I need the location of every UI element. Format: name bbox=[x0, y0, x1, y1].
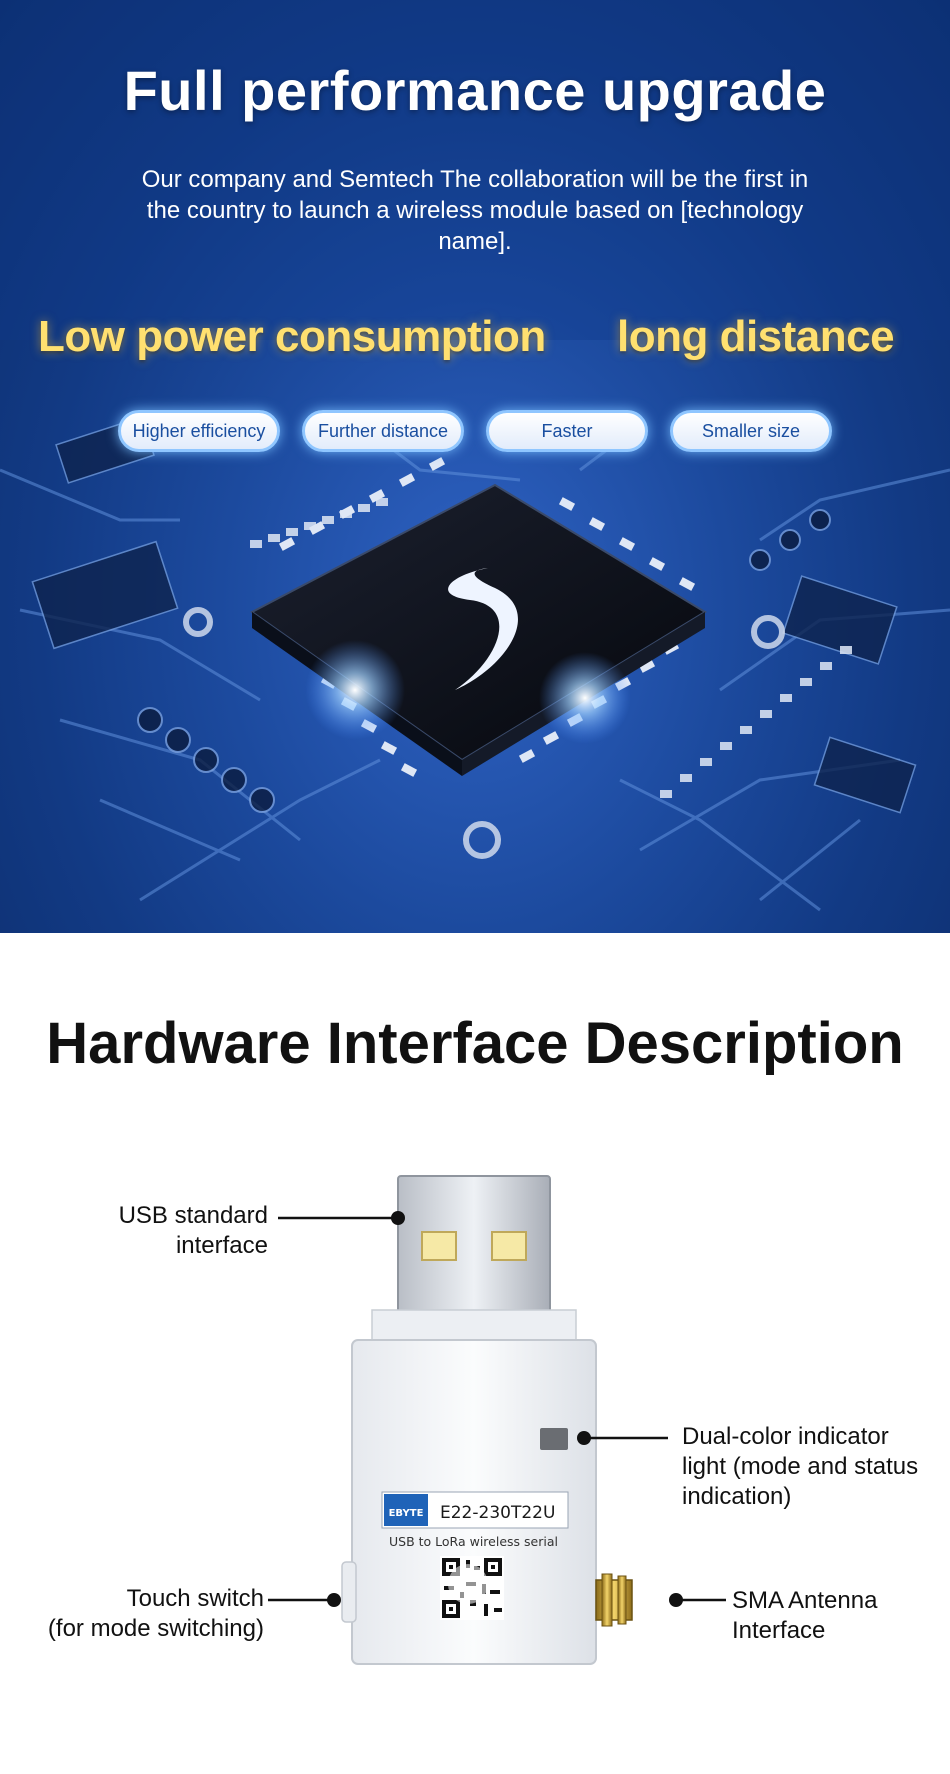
usb-plug bbox=[397, 1175, 551, 1313]
callout-touch-line2: (for mode switching) bbox=[47, 1615, 264, 1642]
hardware-title: Hardware Interface Description bbox=[46, 1011, 904, 1076]
callout-indicator: Dual-color indicator light (mode and sta… bbox=[682, 1422, 950, 1512]
callout-touch: Touch switch (for mode switching) bbox=[12, 1584, 264, 1644]
hero-subtitle: Our company and Semtech The collaboratio… bbox=[141, 166, 809, 255]
pill-smaller-size: Smaller size bbox=[670, 410, 832, 452]
pill-further-distance: Further distance bbox=[302, 410, 464, 452]
callout-sma-line1: SMA Antenna bbox=[732, 1587, 878, 1614]
callout-indicator-line1: Dual-color indicator bbox=[682, 1423, 889, 1450]
sma-connector bbox=[595, 1579, 633, 1621]
pill-faster: Faster bbox=[486, 410, 648, 452]
callout-indicator-line3: indication) bbox=[682, 1483, 792, 1510]
feature-low-power: Low power consumption bbox=[38, 312, 546, 361]
callout-indicator-line2: light (mode and status bbox=[682, 1453, 919, 1480]
callout-sma-line2: Interface bbox=[732, 1617, 826, 1644]
model-text: E22-230T22U bbox=[440, 1503, 555, 1523]
callout-sma: SMA Antenna Interface bbox=[732, 1586, 942, 1646]
hero-section: Full performance upgrade Our company and… bbox=[0, 0, 950, 933]
desc-text: USB to LoRa wireless serial bbox=[389, 1534, 558, 1549]
feature-long-distance: long distance bbox=[617, 312, 895, 361]
circuit-board-background bbox=[0, 0, 950, 912]
brand-text: EBYTE bbox=[389, 1508, 424, 1519]
hero-title: Full performance upgrade bbox=[123, 59, 827, 122]
callout-touch-line1: Touch switch bbox=[126, 1585, 264, 1612]
semtech-logo-icon bbox=[448, 568, 518, 690]
callout-usb: USB standard interface bbox=[60, 1201, 268, 1261]
touch-switch bbox=[341, 1561, 357, 1623]
callout-usb-line1: USB standard bbox=[118, 1202, 268, 1229]
callout-usb-line2: interface bbox=[175, 1232, 268, 1259]
pill-higher-efficiency: Higher efficiency bbox=[118, 410, 280, 452]
indicator-light bbox=[540, 1428, 568, 1450]
